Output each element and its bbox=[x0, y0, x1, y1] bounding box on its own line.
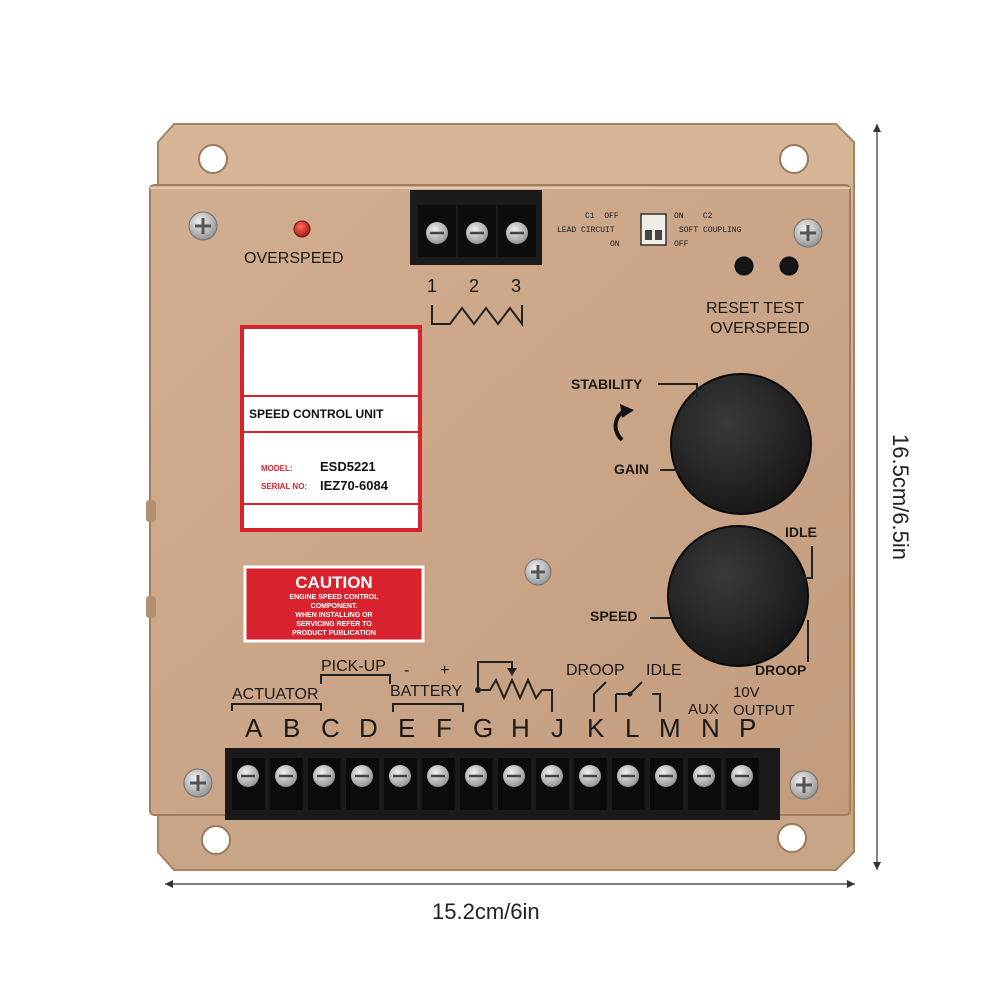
screw-icon bbox=[524, 558, 552, 586]
reset-test-label: RESET TEST bbox=[706, 300, 805, 317]
dip-c1-label: C1 OFF bbox=[585, 212, 619, 221]
terminal-number-3: 3 bbox=[511, 276, 522, 296]
droop-terminal-label: DROOP bbox=[566, 662, 625, 679]
dip-c2-label: ON C2 bbox=[674, 212, 713, 221]
screw-icon bbox=[789, 770, 819, 800]
terminal-letter-a: A bbox=[245, 713, 263, 743]
caution-line-5: PRODUCT PUBLICATION bbox=[292, 630, 376, 637]
terminal-letter-l: L bbox=[625, 713, 640, 743]
terminal-letter-b: B bbox=[283, 713, 301, 743]
caution-line-2: COMPONENT. bbox=[310, 603, 358, 610]
height-dimension-line bbox=[873, 124, 881, 870]
dip-on-left-label: ON bbox=[610, 240, 620, 249]
dip-switch bbox=[640, 213, 667, 246]
dip-lead-circuit-label: LEAD CIRCUIT bbox=[557, 226, 615, 235]
speed-label: SPEED bbox=[590, 608, 638, 624]
mounting-hole bbox=[779, 144, 809, 174]
battery-minus-label: - bbox=[404, 662, 410, 679]
screw-icon bbox=[188, 211, 218, 241]
mounting-hole bbox=[777, 823, 807, 853]
terminal-number-2: 2 bbox=[469, 276, 480, 296]
caution-title: CAUTION bbox=[295, 573, 373, 592]
potentiometer-icon bbox=[478, 677, 553, 712]
terminal-letter-h: H bbox=[511, 713, 530, 743]
dip-off-right-label: OFF bbox=[674, 240, 689, 249]
screw-icon bbox=[183, 768, 213, 798]
overspeed-button-label: OVERSPEED bbox=[710, 320, 810, 337]
terminal-letter-p: P bbox=[739, 713, 757, 743]
aux-label: AUX bbox=[688, 701, 719, 718]
height-dimension-label: 16.5cm/6.5in bbox=[888, 434, 913, 560]
sticker-title: SPEED CONTROL UNIT bbox=[249, 407, 384, 421]
terminal-letter-g: G bbox=[473, 713, 494, 743]
terminal-letter-m: M bbox=[659, 713, 681, 743]
overspeed-test-button bbox=[779, 256, 799, 276]
output-10v-label: 10V bbox=[733, 684, 760, 701]
caution-line-3: WHEN INSTALLING OR bbox=[295, 612, 373, 619]
caution-line-1: ENGINE SPEED CONTROL bbox=[289, 594, 379, 601]
droop-knob-label: DROOP bbox=[755, 662, 807, 678]
terminal-letter-d: D bbox=[359, 713, 378, 743]
output-label: OUTPUT bbox=[733, 702, 795, 719]
model-label: MODEL: bbox=[261, 464, 293, 473]
mounting-hole bbox=[201, 825, 231, 855]
caution-sticker bbox=[243, 565, 425, 643]
reset-test-button bbox=[734, 256, 754, 276]
serial-label: SERIAL NO: bbox=[261, 482, 308, 491]
width-dimension-label: 15.2cm/6in bbox=[432, 899, 540, 924]
pickup-label: PICK-UP bbox=[321, 658, 386, 675]
terminal-letter-n: N bbox=[701, 713, 720, 743]
gain-label: GAIN bbox=[614, 461, 649, 477]
terminal-screws bbox=[232, 758, 759, 810]
stability-label: STABILITY bbox=[571, 376, 643, 392]
model-value: ESD5221 bbox=[320, 459, 376, 474]
caution-line-4: SERVICING REFER TO bbox=[296, 621, 372, 628]
dip-soft-coupling-label: SOFT COUPLING bbox=[679, 226, 742, 235]
battery-plus-label: + bbox=[440, 662, 450, 679]
terminal-letter-e: E bbox=[398, 713, 416, 743]
speed-droop-knob bbox=[667, 525, 809, 667]
serial-value: IEZ70-6084 bbox=[320, 478, 388, 493]
overspeed-led-label: OVERSPEED bbox=[244, 250, 344, 267]
terminal-number-1: 1 bbox=[427, 276, 438, 296]
idle-knob-label: IDLE bbox=[785, 524, 817, 540]
terminal-letter-j: J bbox=[551, 713, 564, 743]
speed-control-sticker bbox=[240, 325, 422, 532]
actuator-label: ACTUATOR bbox=[232, 686, 319, 703]
terminal-letter-c: C bbox=[321, 713, 340, 743]
stability-gain-knob bbox=[670, 373, 812, 515]
idle-terminal-label: IDLE bbox=[646, 662, 682, 679]
mounting-hole bbox=[198, 144, 228, 174]
battery-label: BATTERY bbox=[390, 683, 463, 700]
screw-icon bbox=[793, 218, 823, 248]
overspeed-led-icon bbox=[293, 220, 311, 238]
terminal-letter-f: F bbox=[436, 713, 452, 743]
terminal-letter-k: K bbox=[587, 713, 605, 743]
width-dimension-line bbox=[165, 880, 855, 888]
